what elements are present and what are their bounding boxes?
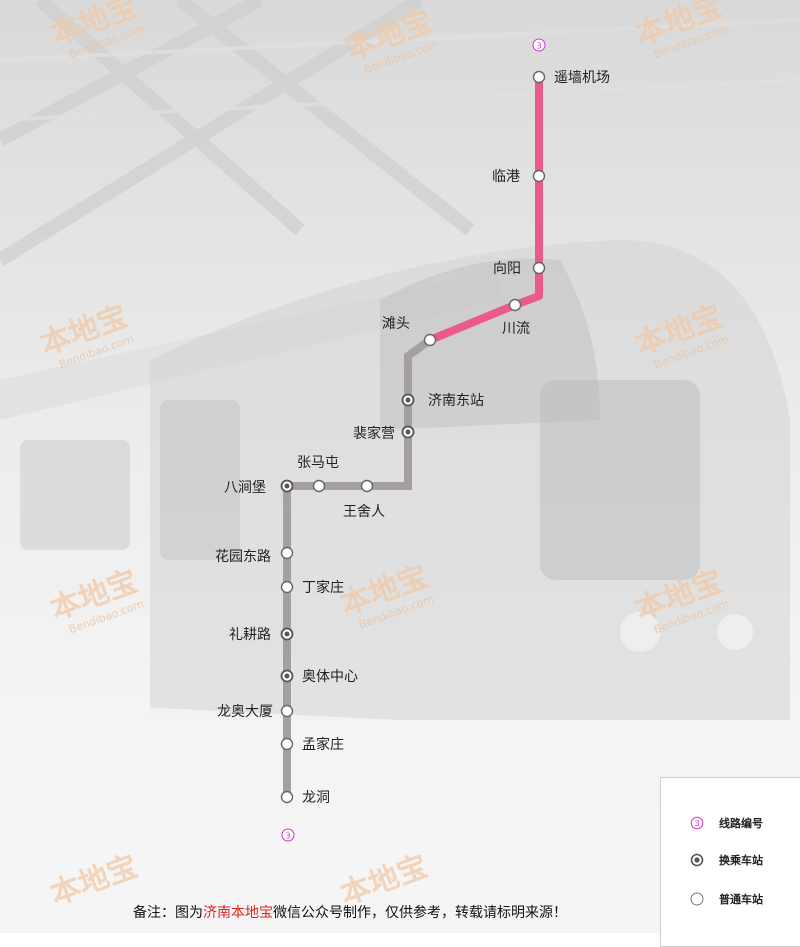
svg-text:八涧堡: 八涧堡 (224, 480, 266, 496)
station-marker (360, 479, 374, 493)
station-marker (280, 546, 294, 560)
station-marker (532, 261, 546, 275)
station-花园东路[interactable]: 花园东路 (215, 546, 294, 566)
svg-text:王舍人: 王舍人 (343, 504, 385, 520)
station-向阳[interactable]: 向阳 (493, 261, 546, 277)
station-龙洞[interactable]: 龙洞 (280, 790, 331, 806)
svg-text:龙洞: 龙洞 (302, 790, 330, 806)
station-裴家营[interactable]: 裴家营 (353, 425, 415, 442)
transfer-dot (405, 397, 411, 403)
station-礼耕路[interactable]: 礼耕路 (229, 626, 294, 643)
line-number-marker-south: 3 (281, 828, 295, 842)
svg-text:济南东站: 济南东站 (428, 393, 484, 409)
station-marker (423, 333, 437, 347)
svg-text:龙奥大厦: 龙奥大厦 (217, 703, 273, 720)
normal-station-icon (690, 892, 704, 906)
svg-text:3: 3 (694, 819, 699, 828)
station-济南东站[interactable]: 济南东站 (401, 393, 485, 409)
station-marker (280, 737, 294, 751)
station-奥体中心[interactable]: 奥体中心 (280, 668, 359, 685)
svg-text:滩头: 滩头 (382, 316, 410, 332)
route-lower-segment (283, 336, 433, 797)
legend-transfer-label: 换乘车站 (719, 854, 763, 867)
station-marker (280, 704, 294, 718)
svg-text:丁家庄: 丁家庄 (302, 579, 344, 596)
svg-text:孟家庄: 孟家庄 (302, 736, 344, 753)
legend-normal: 普通车站 (661, 889, 800, 909)
station-marker (532, 169, 546, 183)
station-川流[interactable]: 川流 (502, 298, 530, 338)
station-滩头[interactable]: 滩头 (382, 316, 437, 347)
station-王舍人[interactable]: 王舍人 (343, 479, 385, 521)
station-marker (532, 70, 546, 84)
note-suffix: 微信公众号制作，仅供参考，转载请标明来源！ (273, 905, 567, 921)
transfer-dot (284, 483, 290, 489)
footer-note: 备注：图为济南本地宝微信公众号制作，仅供参考，转载请标明来源！ (0, 902, 700, 922)
transfer-station-icon (690, 853, 704, 867)
svg-text:奥体中心: 奥体中心 (302, 668, 358, 685)
svg-text:张马屯: 张马屯 (297, 455, 339, 471)
station-孟家庄[interactable]: 孟家庄 (280, 736, 345, 753)
svg-text:临港: 临港 (492, 169, 520, 185)
station-丁家庄[interactable]: 丁家庄 (280, 579, 345, 596)
svg-text:裴家营: 裴家营 (353, 425, 395, 442)
line-number-marker-icon: 3 (690, 816, 704, 830)
station-marker (280, 580, 294, 594)
svg-text:向阳: 向阳 (493, 261, 521, 277)
station-marker (280, 790, 294, 804)
line-number-marker-north: 3 (532, 38, 546, 52)
legend: 3 线路编号 换乘车站 普通车站 (660, 777, 800, 947)
transfer-dot (405, 429, 411, 435)
station-龙奥大厦[interactable]: 龙奥大厦 (217, 703, 294, 720)
route-upper-segment (426, 73, 543, 344)
station-遥墙机场[interactable]: 遥墙机场 (532, 70, 611, 86)
station-张马屯[interactable]: 张马屯 (297, 455, 339, 493)
legend-transfer: 换乘车站 (661, 850, 800, 870)
transfer-dot (284, 631, 290, 637)
svg-text:遥墙机场: 遥墙机场 (554, 70, 610, 86)
transfer-dot (284, 673, 290, 679)
svg-text:花园东路: 花园东路 (215, 549, 271, 565)
svg-text:3: 3 (536, 42, 541, 51)
station-marker (508, 298, 522, 312)
svg-text:礼耕路: 礼耕路 (229, 626, 271, 643)
legend-line-number-label: 线路编号 (719, 817, 763, 830)
note-prefix: 备注：图为 (133, 905, 203, 921)
station-marker (312, 479, 326, 493)
svg-text:川流: 川流 (502, 321, 530, 337)
legend-normal-label: 普通车站 (719, 893, 763, 906)
note-highlight: 济南本地宝 (203, 905, 273, 921)
station-临港[interactable]: 临港 (492, 169, 546, 185)
station-八涧堡[interactable]: 八涧堡 (224, 479, 294, 496)
svg-text:3: 3 (285, 832, 290, 841)
legend-line-number: 3 线路编号 (661, 813, 800, 833)
